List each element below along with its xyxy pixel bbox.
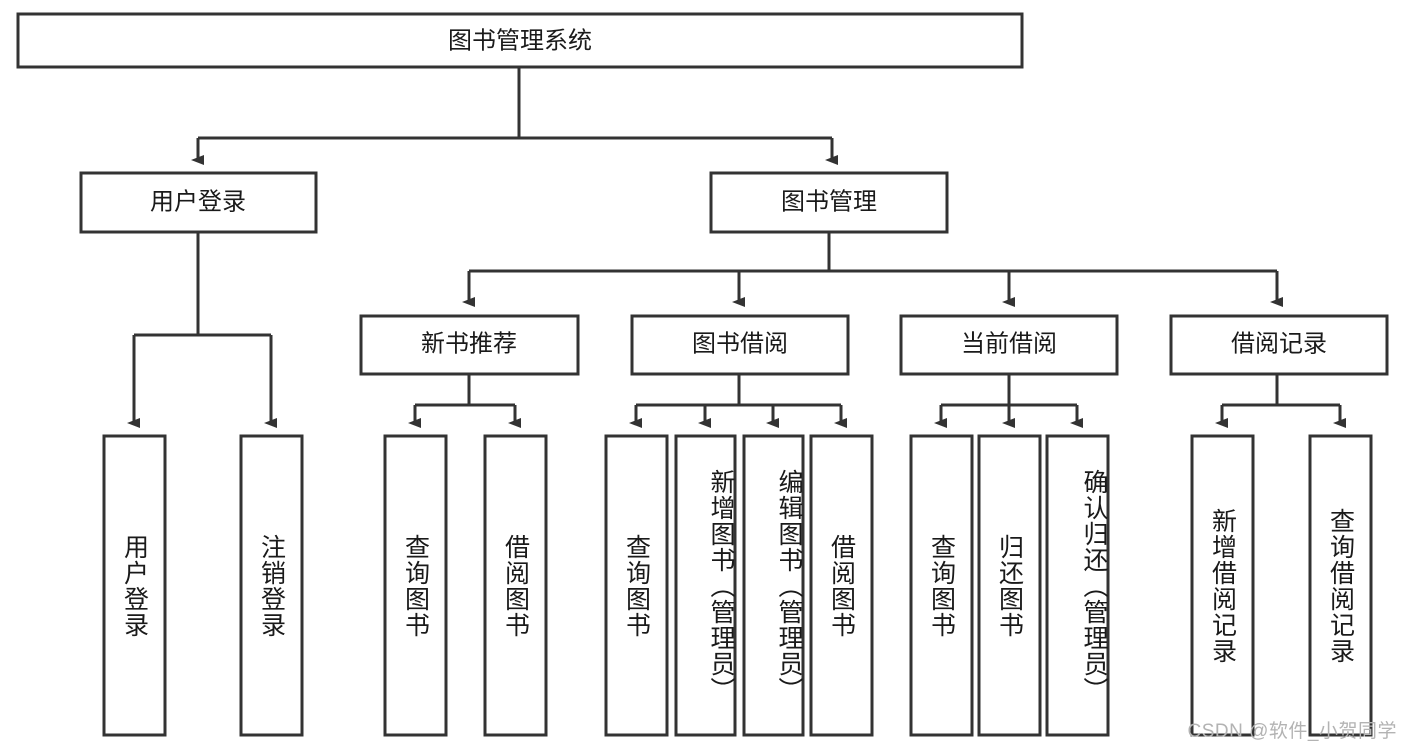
connector-book-manage-to-level3 [462,232,1283,307]
watermark-text: CSDN @软件_小贺同学 [1187,721,1397,742]
connector-current-borrow-to-leaves [934,374,1083,428]
connector-root-to-level2 [191,67,838,165]
leaf-book-borrow-add[interactable] [674,434,737,737]
node-current-borrow[interactable] [899,314,1119,376]
node-current-borrow-label: 当前借阅 [961,330,1057,357]
leaf-new-book-borrow[interactable] [483,434,548,737]
leaf-current-borrow-return[interactable] [977,434,1042,737]
node-new-book-recommend[interactable] [359,314,580,376]
leaf-borrow-record-query[interactable] [1308,434,1373,737]
node-user-login-label: 用户登录 [150,188,246,215]
node-borrow-record-label: 借阅记录 [1231,330,1327,357]
node-borrow-record[interactable] [1169,314,1389,376]
leaf-book-borrow-query[interactable] [604,434,669,737]
connector-borrow-record-to-leaves [1215,374,1346,428]
node-root-label: 图书管理系统 [448,27,592,54]
node-book-borrow-label: 图书借阅 [692,330,788,357]
connector-user-login-to-leaves [127,232,277,428]
leaf-book-borrow-borrow[interactable] [809,434,874,737]
leaf-new-book-query[interactable] [383,434,448,737]
node-user-login[interactable] [79,171,318,234]
leaf-current-borrow-query[interactable] [909,434,974,737]
node-new-book-recommend-label: 新书推荐 [421,330,517,357]
node-book-management-label: 图书管理 [781,188,877,215]
leaf-book-borrow-edit[interactable] [742,434,805,737]
leaf-borrow-record-add[interactable] [1190,434,1255,737]
connector-new-book-to-leaves [408,374,521,428]
leaf-user-login-logout[interactable] [239,434,304,737]
node-book-management[interactable] [709,171,949,234]
leaf-current-borrow-confirm[interactable] [1045,434,1110,737]
node-book-borrow[interactable] [630,314,850,376]
connector-book-borrow-to-leaves [629,374,847,428]
leaf-user-login-login[interactable] [102,434,167,737]
node-root-book-management-system[interactable] [16,12,1024,69]
